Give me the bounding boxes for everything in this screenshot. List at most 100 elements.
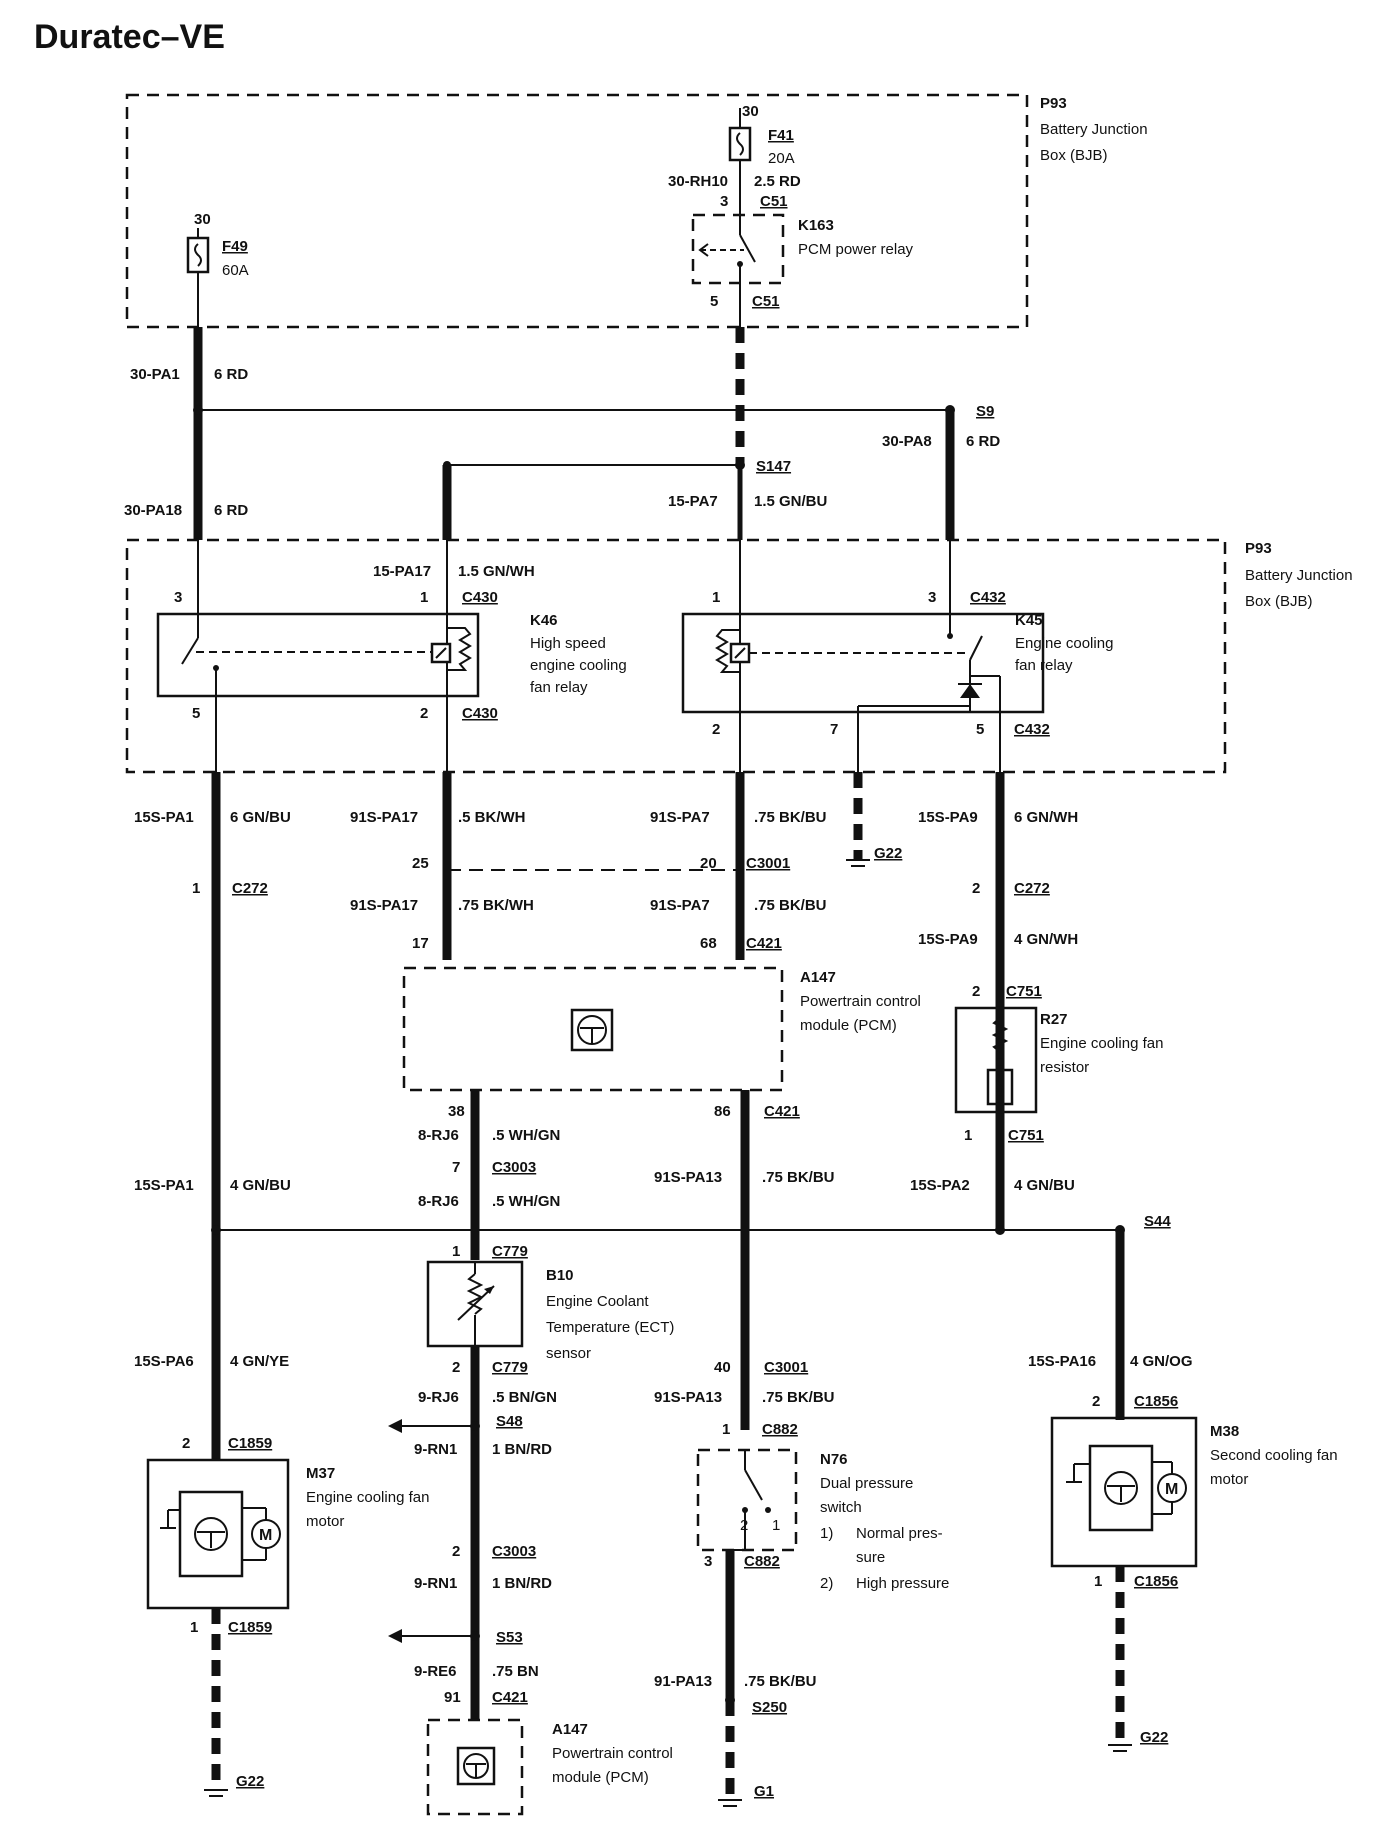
g22-c-label: G22 [1140,1729,1168,1746]
c3003-b-conn: C3003 [492,1543,536,1560]
w-91spa13-a-spec: .75 BK/BU [762,1169,835,1186]
s44-label: S44 [1144,1213,1171,1230]
k45-pin7: 7 [830,721,838,738]
c272-a-pin: 1 [192,880,200,897]
w-15pa17-circuit: 15-PA17 [373,563,431,580]
w-8rj6-a-spec: .5 WH/GN [492,1127,560,1144]
c421-bot-pin86: 86 [714,1103,731,1120]
k46-pin1: 1 [420,589,428,606]
w-9re6-circuit: 9-RE6 [414,1663,457,1680]
m37-pin2: 2 [182,1435,190,1452]
w-9re6-spec: .75 BN [492,1663,539,1680]
n76-note1-b: sure [856,1549,885,1566]
m38-conn-top: C1856 [1134,1393,1178,1410]
m37-conn-top: C1859 [228,1435,272,1452]
r27-id: R27 [1040,1011,1068,1028]
g22-a-label: G22 [874,845,902,862]
r27-pin2: 2 [972,983,980,1000]
m38-line1: Second cooling fan [1210,1447,1338,1464]
c3003-b-pin: 2 [452,1543,460,1560]
c3003-a-conn: C3003 [492,1159,536,1176]
w-91spa13-b-spec: .75 BK/BU [762,1389,835,1406]
c3001-b-pin: 40 [714,1359,731,1376]
bjb-top-box [125,93,1029,329]
m37-id: M37 [306,1465,335,1482]
c272-b-conn: C272 [1014,880,1050,897]
k163-relay [691,213,785,285]
w-8rj6-a-circuit: 8-RJ6 [418,1127,459,1144]
m38-pin2: 2 [1092,1393,1100,1410]
k46-pin3: 3 [174,589,182,606]
bjb-mid-box [125,538,1227,774]
k45-pin5: 5 [976,721,984,738]
n76-note2-num: 2) [820,1575,833,1592]
w-30pa1-circuit: 30-PA1 [130,366,180,383]
bjb-mid-line1: Battery Junction [1245,567,1353,584]
b10-id: B10 [546,1267,574,1284]
bjb-top-id: P93 [1040,95,1067,112]
k163-name: PCM power relay [798,241,914,258]
w-91spa17-a-circuit: 91S-PA17 [350,809,418,826]
c3001-b-conn: C3001 [764,1359,808,1376]
r27-pin1: 1 [964,1127,972,1144]
a147-top-module [402,966,784,1092]
w-9rj6-spec: .5 BN/GN [492,1389,557,1406]
a147-bot-line2: module (PCM) [552,1769,649,1786]
w-15spa1-a-spec: 6 GN/BU [230,809,291,826]
w-8rj6-b-spec: .5 WH/GN [492,1193,560,1210]
s9-circuit: 30-PA8 [882,433,932,450]
m37-motor-symbol: M [259,1527,272,1544]
n76-note1-a: Normal pres- [856,1525,943,1542]
r27-line1: Engine cooling fan [1040,1035,1163,1052]
c421-top-pin68: 68 [700,935,717,952]
f41-pin: 30 [742,103,759,120]
b10-line2: Temperature (ECT) [546,1319,674,1336]
a147-bot-line1: Powertrain control [552,1745,673,1762]
w-30pa18-circuit: 30-PA18 [124,502,182,519]
k45-line2: fan relay [1015,657,1073,674]
m37-pin1: 1 [190,1619,198,1636]
n76-line2: switch [820,1499,862,1516]
f49-rating: 60A [222,262,249,279]
a147-bot-module [426,1718,524,1816]
w-15spa2-circuit: 15S-PA2 [910,1177,970,1194]
w-91spa17-b-circuit: 91S-PA17 [350,897,418,914]
k46-line2: engine cooling [530,657,627,674]
n76-note1-num: 1) [820,1525,833,1542]
a147-top-line1: Powertrain control [800,993,921,1010]
w-15spa6-circuit: 15S-PA6 [134,1353,194,1370]
c3003-a-pin: 7 [452,1159,460,1176]
k46-pin2: 2 [420,705,428,722]
w-30pa18-spec: 6 RD [214,502,248,519]
w-9rj6-circuit: 9-RJ6 [418,1389,459,1406]
w-91spa17-a-spec: .5 BK/WH [458,809,526,826]
r27-resistor [954,1006,1038,1114]
k46-relay [156,612,480,698]
k163-id: K163 [798,217,834,234]
w-15spa16-spec: 4 GN/OG [1130,1353,1193,1370]
s53-label: S53 [496,1629,523,1646]
w-30rh10-spec: 2.5 RD [754,173,801,190]
w-8rj6-b-circuit: 8-RJ6 [418,1193,459,1210]
c421-bot-conn: C421 [764,1103,800,1120]
w-91spa7-a-spec: .75 BK/BU [754,809,827,826]
b10-pin1: 1 [452,1243,460,1260]
m38-motor-symbol: M [1165,1481,1178,1498]
c272-b-pin: 2 [972,880,980,897]
w-15spa9-b-circuit: 15S-PA9 [918,931,978,948]
s9-spec: 6 RD [966,433,1000,450]
k46-pin5: 5 [192,705,200,722]
f41-rating: 20A [768,150,795,167]
w-15pa17-spec: 1.5 GN/WH [458,563,535,580]
k46-id: K46 [530,612,558,629]
g1-label: G1 [754,1783,774,1800]
w-9rn1-b-circuit: 9-RN1 [414,1575,457,1592]
w-9rn1-a-spec: 1 BN/RD [492,1441,552,1458]
c421-bot-pin38: 38 [448,1103,465,1120]
r27-conn-top: C751 [1006,983,1042,1000]
a147-top-line2: module (PCM) [800,1017,897,1034]
n76-line1: Dual pressure [820,1475,913,1492]
r27-conn-bot: C751 [1008,1127,1044,1144]
w-91spa13-b-circuit: 91S-PA13 [654,1389,722,1406]
